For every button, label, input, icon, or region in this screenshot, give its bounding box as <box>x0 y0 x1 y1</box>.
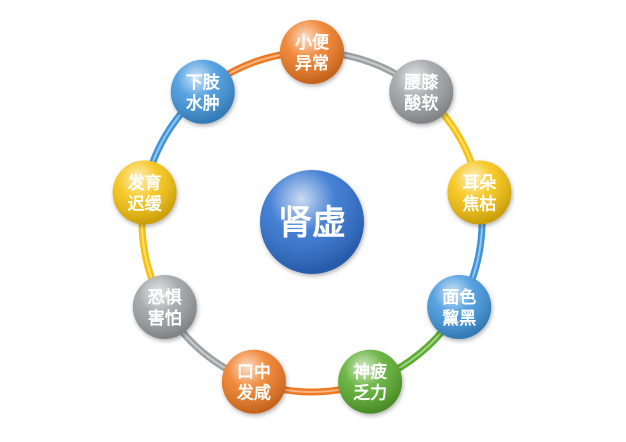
symptom-node-gloss <box>427 275 492 339</box>
symptom-node-label: 迟缓 <box>128 193 163 214</box>
symptom-node-label: 焦枯 <box>461 193 496 214</box>
symptom-node-gloss <box>132 275 197 339</box>
symptom-node-label: 耳朵 <box>462 173 496 193</box>
symptom-node-gloss <box>221 349 286 414</box>
symptom-node-label: 恐惧 <box>148 288 182 308</box>
center-gloss <box>260 170 364 274</box>
symptom-node-label: 下肢 <box>186 72 221 93</box>
symptom-node-label: 水肿 <box>186 93 220 114</box>
symptom-node-label: 酸软 <box>404 93 438 114</box>
symptom-node-gloss <box>447 160 512 225</box>
symptom-node-gloss <box>112 160 177 225</box>
center-node: 肾虚 <box>260 170 364 274</box>
symptom-node-gloss <box>338 349 403 414</box>
symptom-node-gloss <box>389 59 454 124</box>
symptom-node-label: 异常 <box>295 53 329 74</box>
symptom-node-label: 乏力 <box>353 383 387 404</box>
symptom-node-gloss <box>170 59 235 124</box>
symptom-node-label: 害怕 <box>148 308 182 329</box>
symptom-node-label: 神疲 <box>353 362 387 383</box>
symptom-node-label: 发咸 <box>236 383 271 404</box>
symptom-node-label: 口中 <box>237 362 271 383</box>
symptom-node-label: 小便 <box>295 32 330 53</box>
symptom-node-label: 黧黑 <box>442 308 476 329</box>
symptom-node-gloss <box>280 20 344 84</box>
symptom-node-label: 面色 <box>442 287 476 308</box>
center-label: 肾虚 <box>278 203 346 243</box>
symptom-node-label: 发育 <box>127 172 162 193</box>
symptom-node-label: 腰膝 <box>404 72 439 93</box>
